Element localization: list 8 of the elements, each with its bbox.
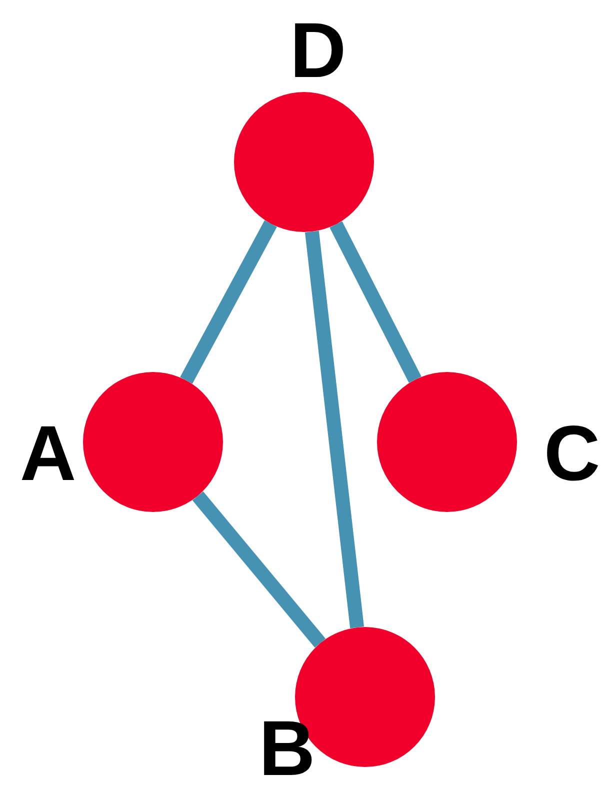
connector-line <box>192 491 326 648</box>
node-label: C <box>544 414 600 492</box>
connector-line <box>330 221 422 383</box>
node-label: A <box>20 414 76 492</box>
node-label: D <box>290 11 346 89</box>
node-label: B <box>258 709 316 787</box>
connector-line <box>304 230 364 628</box>
connector-line <box>180 220 277 384</box>
